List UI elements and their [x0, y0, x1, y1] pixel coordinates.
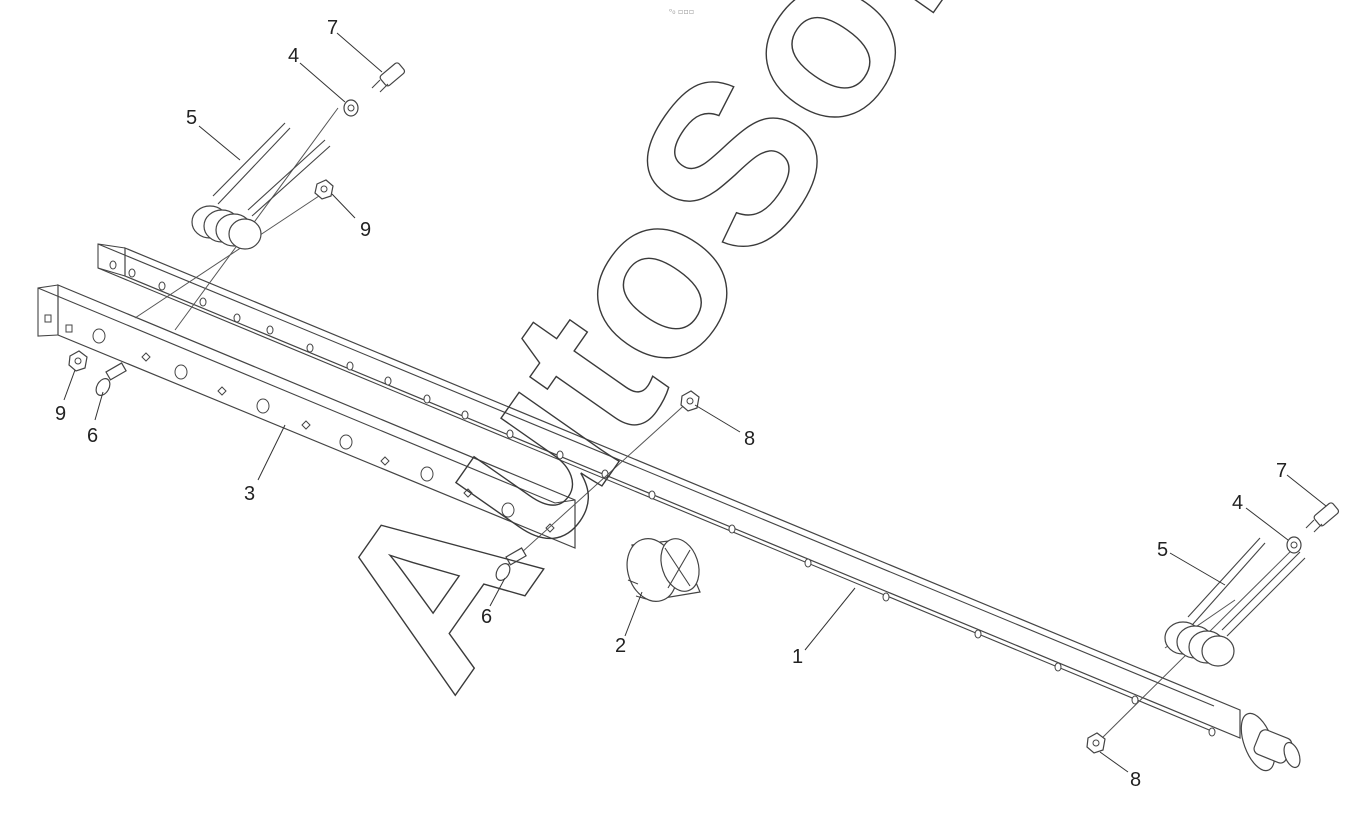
callout-9-left: 9	[55, 403, 66, 425]
callout-8-right: 8	[1130, 769, 1141, 791]
callout-8-middle: 8	[744, 428, 755, 450]
torsion-spring-top	[191, 122, 331, 250]
callout-7-right: 7	[1276, 460, 1287, 482]
callout-3: 3	[244, 483, 255, 505]
callout-6-left: 6	[87, 425, 98, 447]
main-shaft-part-1	[97, 243, 1301, 772]
bolt-top	[371, 62, 406, 93]
callout-5-top: 5	[186, 107, 197, 129]
nut-middle	[680, 390, 700, 412]
callout-2: 2	[615, 635, 626, 657]
nut-top	[314, 179, 334, 200]
header-mark: ᵒ₀ ▫▫▫	[669, 7, 694, 16]
torsion-spring-right	[1164, 537, 1306, 667]
callout-1: 1	[792, 646, 803, 668]
callout-5-right: 5	[1157, 539, 1168, 561]
callout-7-top: 7	[327, 17, 338, 39]
nut-left	[68, 350, 88, 372]
screw-middle	[495, 547, 527, 581]
nut-right	[1086, 732, 1106, 754]
callout-4-right: 4	[1232, 492, 1243, 514]
callout-leaders	[63, 32, 1327, 773]
callout-4-top: 4	[288, 45, 299, 67]
callout-9-top: 9	[360, 219, 371, 241]
flat-bar-part-3	[37, 284, 576, 549]
bushing-part-2	[626, 538, 701, 602]
screw-left	[95, 362, 127, 396]
callout-6-middle: 6	[481, 606, 492, 628]
bolt-right	[1305, 502, 1340, 533]
